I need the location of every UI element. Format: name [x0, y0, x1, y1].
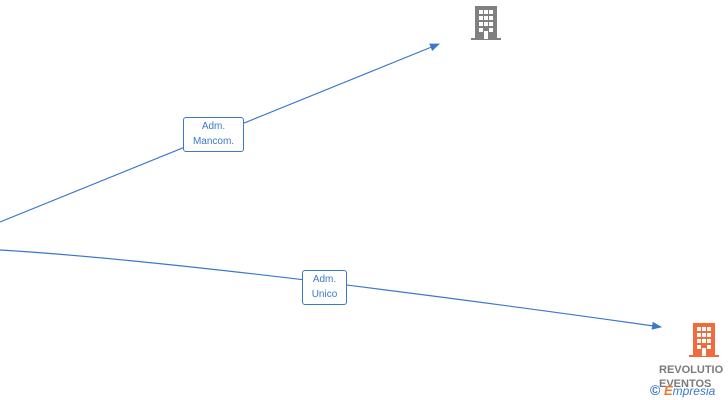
empresia-watermark: © Empresia: [650, 380, 728, 400]
edge-label-line: Mancom.: [192, 136, 235, 147]
edge-label-line: Adm.: [201, 121, 226, 132]
edge-label-line: Adm.: [312, 274, 337, 285]
building-icon[interactable]: [470, 6, 502, 40]
edge-label-adm-mancom[interactable]: Adm. Mancom.: [183, 117, 244, 152]
copyright-symbol: ©: [650, 382, 661, 398]
brand-name: mpresia: [672, 384, 716, 398]
brand-initial: E: [663, 383, 673, 398]
edge-adm-unico: [0, 249, 662, 330]
company-name-line: EVENTOS: [659, 378, 712, 390]
company-name[interactable]: REVOLUTIO EVENTOS: [659, 363, 728, 391]
company-name-line: REVOLUTIO: [659, 364, 724, 376]
edge-label-line: Unico: [311, 289, 338, 300]
edge-label-adm-unico[interactable]: Adm. Unico: [302, 270, 347, 305]
building-icon[interactable]: [688, 323, 720, 357]
